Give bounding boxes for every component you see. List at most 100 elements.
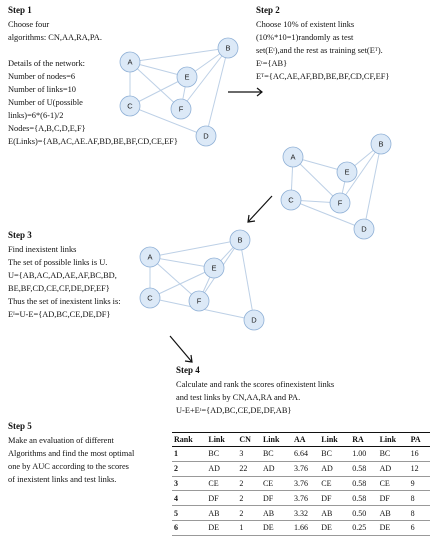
step3-title: Step 3: [8, 230, 32, 240]
col-header: Link: [206, 432, 238, 447]
step1-title: Step 1: [8, 5, 32, 15]
graph-node: F: [170, 98, 192, 120]
step3-line: The set of possible links is U.: [8, 258, 108, 267]
step3-line: Find inexistent links: [8, 245, 77, 254]
graph-node: B: [229, 229, 251, 251]
step5-line: one by AUC according to the scores: [8, 462, 129, 471]
table-cell: DE: [377, 520, 409, 536]
step1-line: links)=6*(6-1)/2: [8, 111, 64, 120]
graph-step3: A B C D E F: [139, 229, 265, 331]
step2-line: set(Eᵗ),and the rest as training set(Eᵀ)…: [256, 46, 383, 55]
table-cell: 2: [237, 490, 261, 507]
rank-cell: 3: [172, 476, 207, 492]
svg-text:C: C: [147, 294, 153, 303]
step4-title: Step 4: [176, 365, 200, 375]
svg-text:E: E: [344, 168, 349, 177]
table-header-row: Rank Link CN Link AA Link RA Link PA: [172, 432, 430, 447]
edge: [363, 143, 382, 230]
table-cell: 8: [408, 490, 430, 507]
table-cell: 3.32: [291, 505, 320, 521]
table-cell: 0.58: [350, 461, 378, 477]
table-cell: 3.76: [291, 461, 320, 477]
table-cell: AD: [319, 461, 351, 477]
step1-line: algorithms: CN,AA,RA,PA.: [8, 33, 102, 42]
edge: [129, 61, 182, 110]
table-cell: 3.76: [291, 476, 320, 492]
table-cell: 1.66: [291, 520, 320, 536]
table-cell: 2: [237, 476, 261, 492]
table-cell: AB: [206, 505, 238, 521]
table-cell: DF: [260, 490, 292, 507]
table-cell: 16: [408, 446, 430, 462]
table-cell: BC: [260, 446, 292, 462]
arrow-step1-to-step2: [228, 87, 263, 97]
col-header: RA: [350, 432, 378, 447]
svg-text:F: F: [197, 297, 202, 306]
svg-text:D: D: [361, 225, 367, 234]
table-cell: 9: [408, 476, 430, 492]
step1-line: Details of the network:: [8, 59, 85, 68]
step2-line: Eᵀ={AC,AE,AF,BD,BE,BF,CD,CF,EF}: [256, 72, 390, 81]
step4-line: Calculate and rank the scores ofinexiste…: [176, 380, 335, 389]
rank-cell: 5: [172, 505, 207, 521]
edge: [149, 267, 215, 299]
graph-node: B: [370, 133, 392, 155]
table-cell: DE: [206, 520, 238, 536]
edge: [129, 76, 188, 107]
step5-line: Algorithms and find the most optimal: [8, 449, 135, 458]
edge: [129, 105, 207, 137]
svg-text:F: F: [338, 199, 343, 208]
rank-cell: 1: [172, 446, 207, 462]
table-cell: CE: [377, 476, 409, 492]
table-cell: DF: [206, 490, 238, 507]
table-cell: 0.25: [350, 520, 378, 536]
table-cell: 6: [408, 520, 430, 536]
table-cell: 1.00: [350, 446, 378, 462]
step1-line: Choose four: [8, 20, 50, 29]
table-cell: DE: [319, 520, 351, 536]
arrow-step2-to-step3: [247, 195, 273, 223]
table-cell: 0.50: [350, 505, 378, 521]
graph-node: C: [139, 287, 161, 309]
table-cell: 0.58: [350, 476, 378, 492]
graph-node: C: [280, 189, 302, 211]
edge: [292, 156, 341, 204]
table-cell: 1: [237, 520, 261, 536]
table-cell: 3: [237, 446, 261, 462]
svg-text:F: F: [179, 105, 184, 114]
step3-line: Eᴵ=U-E={AD,BC,CE,DE,DF}: [8, 310, 111, 319]
graph-step2: A B C D E F: [280, 133, 392, 240]
table-cell: BC: [319, 446, 351, 462]
graph-node: D: [243, 309, 265, 331]
svg-text:E: E: [211, 264, 216, 273]
table-cell: AD: [206, 461, 238, 477]
graph-node: E: [176, 66, 198, 88]
svg-text:E: E: [184, 73, 189, 82]
step3-line: Thus the set of inexistent links is:: [8, 297, 121, 306]
svg-text:B: B: [378, 140, 383, 149]
table-cell: DE: [260, 520, 292, 536]
col-header: PA: [408, 432, 430, 447]
table-cell: DF: [319, 490, 351, 507]
step3-line: U={AB,AC,AD,AE,AF,BC,BD,: [8, 271, 117, 280]
step2-title: Step 2: [256, 5, 280, 15]
svg-text:D: D: [251, 316, 257, 325]
table-cell: 8: [408, 505, 430, 521]
table-cell: 3.76: [291, 490, 320, 507]
table-cell: CE: [319, 476, 351, 492]
scores-table: Rank Link CN Link AA Link RA Link PA 1 BC…: [172, 432, 430, 536]
edge: [149, 256, 200, 302]
col-header: Link: [260, 432, 292, 447]
table-cell: BC: [377, 446, 409, 462]
step2-line: Eᵗ={AB}: [256, 59, 288, 68]
step2-line: (10%*10=1)randomly as test: [256, 33, 354, 42]
edge: [290, 199, 365, 230]
rank-cell: 2: [172, 461, 207, 477]
